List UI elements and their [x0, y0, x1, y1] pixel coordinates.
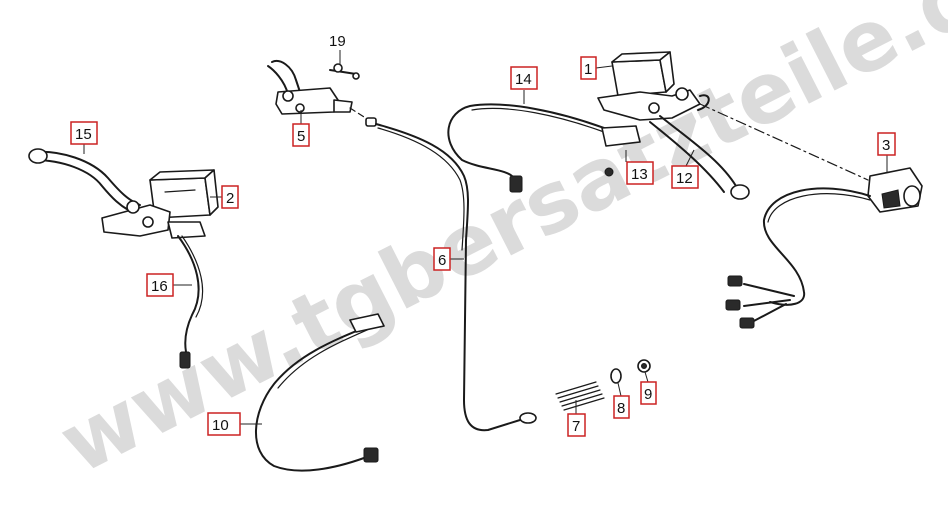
- callout-9-label: 9: [644, 386, 652, 403]
- callout-12-box: [671, 165, 699, 189]
- callout-10-box: [207, 412, 241, 436]
- callout-10-label: 10: [212, 417, 229, 434]
- switch-wire-harness: [447, 103, 641, 193]
- callout-8-box: [613, 395, 630, 419]
- callout-12-label: 12: [676, 170, 693, 187]
- right-brake-lever-assembly: [597, 51, 750, 200]
- callout-8-label: 8: [617, 400, 625, 417]
- callout-7-box: [567, 413, 586, 437]
- handlebar-switch: [725, 167, 923, 329]
- callout-3-box: [877, 132, 896, 156]
- watermark-text: www.tgbersatzteile.de: [45, 0, 948, 493]
- callout-14-box: [510, 66, 538, 90]
- brake-cable: [365, 117, 537, 432]
- callouts: 1 2 3 5 6 7 8 9 10 1: [70, 33, 896, 437]
- callout-16-label: 16: [151, 278, 168, 295]
- left-brake-lever-assembly: [28, 148, 219, 369]
- callout-14-label: 14: [515, 71, 532, 88]
- callout-1-label: 1: [584, 61, 592, 78]
- callout-7-label: 7: [572, 418, 580, 435]
- spring-and-small-parts: [555, 359, 651, 411]
- callout-3-label: 3: [882, 137, 890, 154]
- callout-2-label: 2: [226, 190, 234, 207]
- callout-5-box: [292, 123, 310, 147]
- callout-1-box: [580, 56, 597, 80]
- callout-19-label: 19: [329, 33, 346, 50]
- callout-6-label: 6: [438, 252, 446, 269]
- callout-15-box: [70, 121, 98, 145]
- callout-2-box: [221, 185, 239, 209]
- brake-light-switch-assembly: [267, 60, 373, 123]
- wire-10: [255, 313, 385, 472]
- callout-15-label: 15: [75, 126, 92, 143]
- callout-13-label: 13: [631, 166, 648, 183]
- callout-9-box: [640, 381, 657, 405]
- callout-6-box: [433, 247, 451, 271]
- callout-5-label: 5: [297, 128, 305, 145]
- callout-16-box: [146, 273, 174, 297]
- callout-13-box: [626, 161, 654, 185]
